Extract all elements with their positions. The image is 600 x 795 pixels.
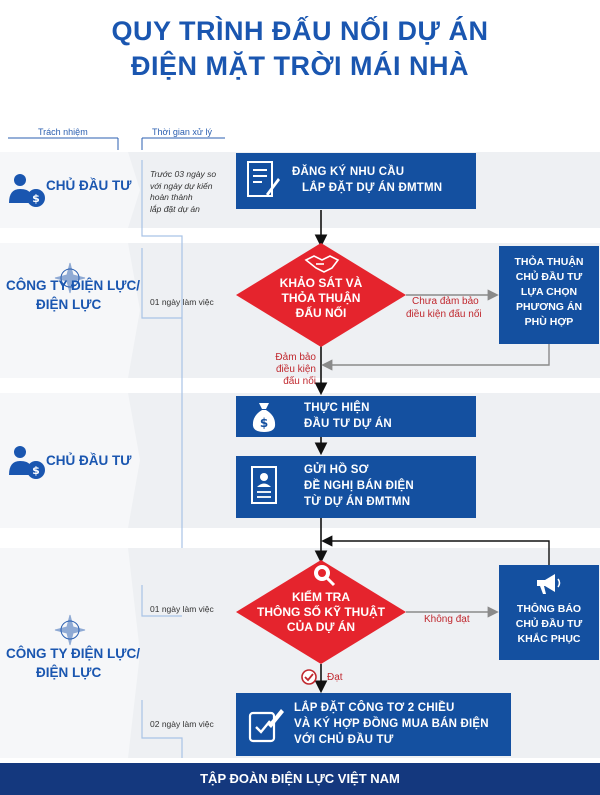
notify-line-1: THÔNG BÁO bbox=[516, 603, 582, 615]
svg-text:$: $ bbox=[260, 416, 268, 430]
branch-ensured-3: đấu nối bbox=[283, 376, 316, 387]
inspect-line-2: THÔNG SỐ KỸ THUẬT bbox=[257, 605, 385, 619]
inspect-diamond bbox=[236, 560, 406, 664]
investor-label-2: CHỦ ĐẦU TƯ bbox=[46, 453, 132, 468]
survey-line-1: KHẢO SÁT VÀ bbox=[279, 276, 363, 290]
branch-not-ensured-1: Chưa đảm bảo bbox=[412, 296, 479, 307]
document-icon bbox=[250, 465, 278, 507]
time-note-register-l2: với ngày dự kiến bbox=[150, 180, 213, 191]
branch-ensured-1: Đảm bảo bbox=[275, 352, 316, 363]
survey-diamond bbox=[236, 243, 406, 347]
invest-line-2: ĐẦU TƯ DỰ ÁN bbox=[304, 418, 392, 430]
notify-line-3: KHẮC PHỤC bbox=[517, 633, 581, 645]
footer-text: TẬP ĐOÀN ĐIỆN LỰC VIỆT NAM bbox=[200, 771, 400, 786]
inspect-line-3: CỦA DỰ ÁN bbox=[286, 620, 356, 634]
notify-line-2: CHỦ ĐẦU TƯ bbox=[515, 618, 583, 630]
inspect-line-1: KIỂM TRA bbox=[292, 590, 350, 604]
compass-icon-1-svg bbox=[54, 262, 86, 294]
invest-line-1: THỰC HIỆN bbox=[304, 402, 370, 414]
time-brackets bbox=[141, 160, 183, 758]
time-note-survey: 01 ngày làm việc bbox=[150, 297, 214, 307]
column-responsibility: Trách nhiệm bbox=[38, 127, 88, 137]
column-time: Thời gian xử lý bbox=[152, 127, 212, 137]
agreement-line-5: PHÙ HỢP bbox=[524, 316, 574, 328]
power-company-label-1b: ĐIỆN LỰC bbox=[36, 297, 102, 312]
money-bag-icon: $ bbox=[250, 400, 278, 433]
footer-banner: TẬP ĐOÀN ĐIỆN LỰC VIỆT NAM bbox=[0, 763, 600, 795]
time-note-register-l1: Trước 03 ngày so bbox=[150, 169, 217, 179]
submit-line-2: ĐỀ NGHỊ BÁN ĐIỆN bbox=[304, 480, 414, 492]
survey-line-2: THỎA THUẬN bbox=[281, 291, 361, 305]
power-company-label-2a: CÔNG TY ĐIỆN LỰC/ bbox=[6, 646, 140, 661]
survey-line-3: ĐẤU NỐI bbox=[295, 306, 347, 320]
agreement-step: THỎA THUẬN CHỦ ĐẦU TƯ LỰA CHỌN PHƯƠNG ÁN… bbox=[499, 246, 599, 344]
register-line-1: ĐĂNG KÝ NHU CẦU bbox=[292, 166, 405, 178]
investor-label-1: CHỦ ĐẦU TƯ bbox=[46, 178, 132, 193]
sign-icon bbox=[248, 705, 284, 743]
install-step: LẮP ĐẶT CÔNG TƠ 2 CHIỀU VÀ KÝ HỢP ĐỒNG M… bbox=[236, 693, 511, 756]
megaphone-icon bbox=[533, 571, 565, 597]
agreement-line-3: LỰA CHỌN bbox=[520, 286, 578, 298]
svg-text:$: $ bbox=[32, 192, 40, 205]
install-line-3: VỚI CHỦ ĐẦU TƯ bbox=[294, 734, 394, 746]
agreement-line-1: THỎA THUẬN bbox=[514, 256, 584, 268]
submit-step: GỬI HỒ SƠ ĐỀ NGHỊ BÁN ĐIỆN TỪ DỰ ÁN ĐMTM… bbox=[236, 456, 476, 518]
handshake-icon bbox=[304, 252, 340, 274]
time-note-install: 02 ngày làm việc bbox=[150, 719, 214, 729]
time-note-register: Trước 03 ngày so với ngày dự kiến hoàn t… bbox=[150, 169, 216, 215]
investor-icon-1-svg: $ bbox=[9, 174, 45, 207]
magnifier-icon bbox=[312, 563, 336, 587]
column-lines bbox=[8, 137, 225, 150]
power-company-label-1a: CÔNG TY ĐIỆN LỰC/ bbox=[6, 278, 140, 293]
title-line-1: QUY TRÌNH ĐẤU NỐI DỰ ÁN bbox=[111, 16, 489, 46]
compass-icon-2-svg bbox=[54, 614, 86, 646]
power-company-label-2b: ĐIỆN LỰC bbox=[36, 665, 102, 680]
register-step: ĐĂNG KÝ NHU CẦU LẮP ĐẶT DỰ ÁN ĐMTMN bbox=[236, 153, 476, 209]
time-note-register-l4: lắp đặt dự án bbox=[150, 203, 200, 214]
install-line-2: VÀ KÝ HỢP ĐỒNG MUA BÁN ĐIỆN bbox=[294, 718, 489, 730]
install-line-1: LẮP ĐẶT CÔNG TƠ 2 CHIỀU bbox=[294, 702, 455, 714]
time-note-register-l3: hoàn thành bbox=[150, 192, 193, 202]
submit-line-3: TỪ DỰ ÁN ĐMTMN bbox=[304, 496, 411, 508]
branch-pass: Đạt bbox=[327, 672, 343, 683]
branch-not-ensured-2: điều kiện đấu nối bbox=[406, 309, 482, 320]
form-icon bbox=[246, 160, 280, 200]
agreement-line-4: PHƯƠNG ÁN bbox=[515, 301, 583, 313]
pass-check-svg bbox=[301, 669, 317, 685]
agreement-line-2: CHỦ ĐẦU TƯ bbox=[515, 271, 583, 283]
investor-icon-2-svg: $ bbox=[9, 446, 45, 479]
submit-line-1: GỬI HỒ SƠ bbox=[304, 464, 369, 476]
register-line-2: LẮP ĐẶT DỰ ÁN ĐMTMN bbox=[302, 182, 443, 194]
branch-ensured-2: điều kiện bbox=[275, 364, 316, 375]
band-chevrons bbox=[0, 152, 140, 758]
notify-step: THÔNG BÁO CHỦ ĐẦU TƯ KHẮC PHỤC bbox=[499, 565, 599, 660]
title-line-2: ĐIỆN MẶT TRỜI MÁI NHÀ bbox=[130, 51, 469, 81]
branch-fail: Không đạt bbox=[424, 614, 470, 625]
invest-step: $ THỰC HIỆN ĐẦU TƯ DỰ ÁN bbox=[236, 396, 476, 437]
time-note-inspect: 01 ngày làm việc bbox=[150, 604, 214, 614]
svg-text:$: $ bbox=[32, 464, 40, 477]
